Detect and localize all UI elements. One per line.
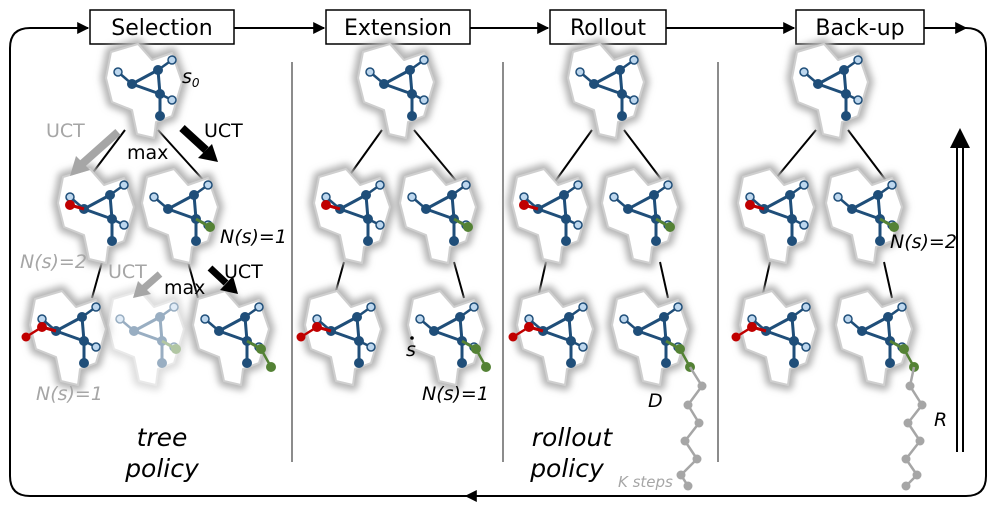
tree-edge (883, 261, 893, 299)
tree-edge (553, 129, 593, 184)
molecule-leaf-green (193, 291, 278, 385)
molecule-root (106, 44, 182, 138)
molecule-root (358, 44, 434, 138)
tree-edge (847, 129, 889, 184)
tree-edge (91, 261, 103, 299)
depth-label: D (648, 390, 663, 412)
rollout-chain (676, 366, 707, 491)
visit-count-new: N(s)=1 (422, 383, 489, 405)
rollout-chain-atom (676, 470, 686, 480)
tree-policy-line1: tree (137, 423, 188, 452)
backup-chain-atom (917, 400, 927, 410)
rollout-chain-atom (697, 381, 707, 391)
rollout-chain-atom (692, 454, 702, 464)
visit-count-left: N(s)=2 (20, 251, 87, 273)
uct-gray-arrowhead (70, 156, 90, 176)
tree-edge (659, 261, 669, 299)
molecule-leaf-red (507, 291, 594, 385)
backup-chain-atom (901, 481, 911, 491)
uct-right-label: UCT (204, 120, 243, 142)
molecule-leaf-red (295, 291, 382, 385)
rollout-policy-line1: rollout (532, 423, 614, 452)
molecule-root (792, 44, 868, 138)
backup-panel: N(s)=2 R (730, 44, 970, 491)
molecule-leaf-green (612, 291, 697, 385)
molecule-leaf-red (730, 291, 817, 385)
root-state-label: s0 (182, 66, 200, 90)
stage-rollout: Rollout (549, 9, 667, 45)
visit-count-right: N(s)=1 (220, 226, 287, 248)
molecule-child-red (314, 169, 390, 263)
tree-edge (157, 129, 207, 184)
reward-arrow-head (950, 128, 970, 148)
molecule-leaf-faded (108, 291, 184, 385)
stage-selection: Selection (89, 9, 235, 45)
backup-chain-atom (912, 470, 922, 480)
max-label: max (127, 142, 168, 164)
rollout-panel: D K steps rollout policy (509, 44, 707, 491)
rollout-policy-line2: policy (529, 454, 605, 483)
rollout-chain-atom (694, 418, 704, 428)
stage-extension: Extension (325, 9, 471, 45)
stage-label: Rollout (570, 16, 646, 41)
loop-outline (9, 27, 987, 497)
molecule-leaf-red (20, 291, 107, 385)
rollout-chain-atom (680, 436, 690, 446)
new-state-label: s (406, 339, 416, 361)
backup-chain-atom (901, 454, 911, 464)
uct-lower-left-label: UCT (108, 261, 147, 283)
molecule-child-red (738, 169, 814, 263)
tree-policy-line2: policy (124, 454, 200, 483)
stage-backup: Back-up (795, 9, 925, 45)
uct-black-arrowhead-lower (220, 276, 238, 294)
tree-edge (413, 129, 459, 184)
visit-count-backup: N(s)=2 (890, 231, 957, 253)
stage-label: Extension (344, 16, 452, 41)
backup-chain-atom (903, 418, 913, 428)
rollout-chain-atom (683, 481, 693, 491)
molecule-child-green (602, 169, 678, 263)
uct-gray-arrow-lower (141, 271, 163, 291)
stage-label: Back-up (815, 16, 904, 41)
uct-black-arrow-lower (207, 265, 229, 286)
uct-left-label: UCT (46, 120, 85, 142)
tree-edge (453, 261, 465, 299)
uct-gray-arrow (79, 129, 121, 167)
molecule-child-green (400, 169, 476, 263)
uct-gray-arrowhead-lower (133, 281, 151, 298)
molecule-root (568, 44, 644, 138)
backup-chain (901, 366, 927, 491)
molecule-child-red (512, 169, 588, 263)
uct-lower-right-label: UCT (224, 261, 263, 283)
stage-label: Selection (111, 16, 212, 41)
backup-chain-atom (905, 381, 915, 391)
rollout-chain-atom (683, 400, 693, 410)
k-steps-label: K steps (618, 473, 673, 491)
new-state-dot (410, 336, 414, 340)
molecule-leaf-new (408, 291, 493, 385)
molecule-child-green (142, 169, 218, 263)
reward-label: R (934, 409, 947, 431)
molecule-leaf-green (836, 291, 921, 385)
visit-count-bottom: N(s)=1 (36, 383, 103, 405)
molecule-child-red (58, 169, 134, 263)
extension-panel: s N(s)=1 (295, 44, 493, 405)
selection-panel: s0 UCT UCT max N(s)=1 N(s)=2 UCT UCT max… (20, 44, 287, 483)
max-lower-label: max (164, 277, 205, 299)
uct-black-arrow (179, 125, 209, 153)
backup-chain-atom (915, 436, 925, 446)
uct-black-arrowhead (198, 144, 218, 162)
tree-edge (623, 129, 665, 184)
